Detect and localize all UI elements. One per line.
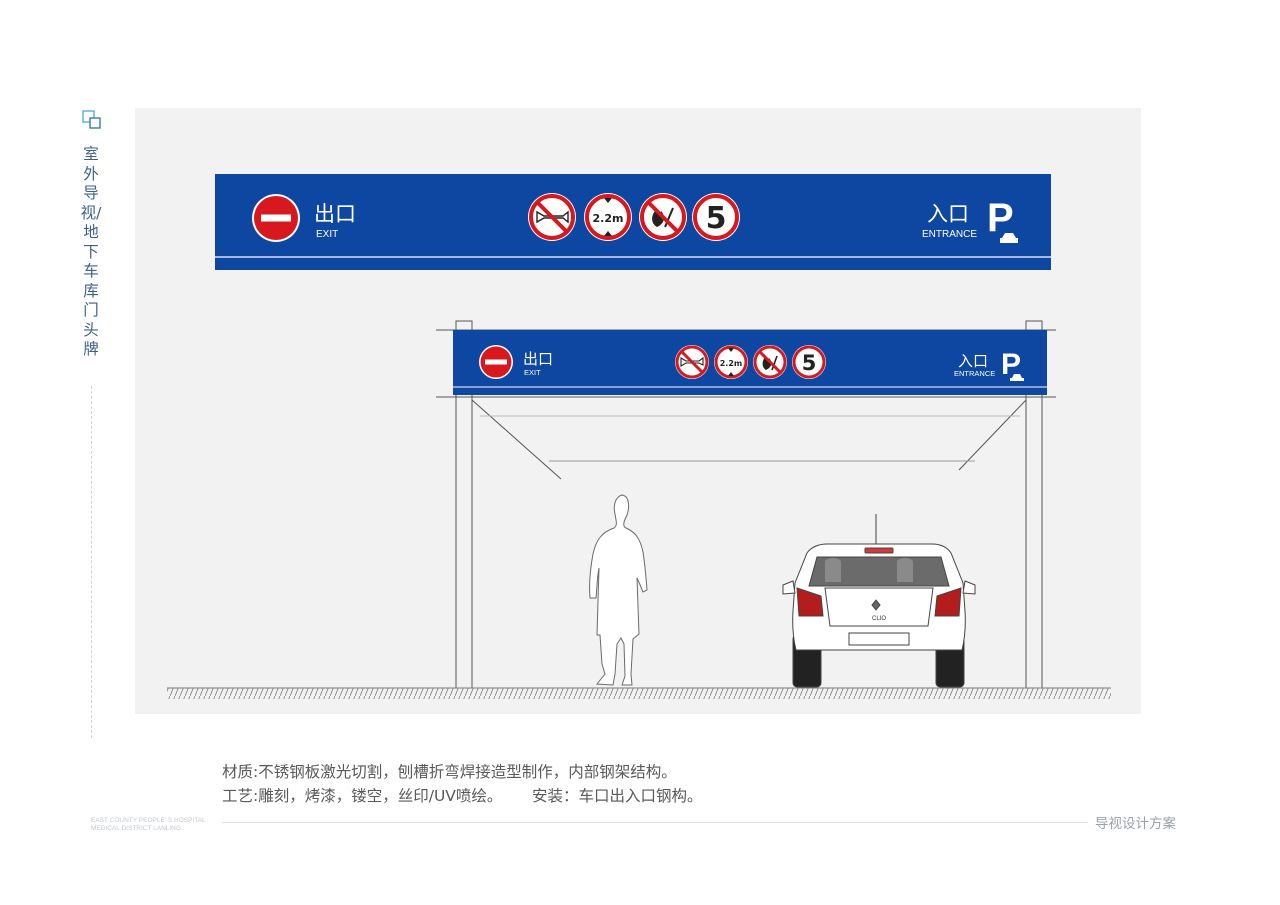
process-note-text: 工艺:雕刻，烤漆，镂空，丝印/UV喷绘。 [222,787,503,805]
speed-limit-icon: 5 [792,345,826,379]
no-entry-icon [252,194,300,242]
gate-frame [436,320,1056,689]
height-limit-icon: 2.2m [714,345,748,379]
height-limit-value: 2.2m [720,359,743,368]
ground-hatch [167,688,1111,699]
material-note: 材质:不锈钢板激光切割，刨槽折弯焊接造型制作，内部钢架结构。 [222,763,677,781]
parking-car-icon [1000,233,1018,243]
car-badge: CLIO [872,616,886,622]
exit-label: 出口 [314,202,356,226]
exit-label: 出口 [523,350,553,368]
footer-org-line2: MEDICAL DISTRICT LANLING [91,825,181,832]
car-rear: CLIO [782,514,976,688]
footer-title: 导视设计方案 [1095,816,1176,832]
parking-symbol: P [1001,348,1021,381]
parking-symbol: P [987,196,1014,240]
page-title: 室外导视/地下车库门头牌 [80,145,102,358]
entrance-label-en: ENTRANCE [922,229,977,240]
speed-limit-icon: 5 [692,193,740,241]
small-gate-sign: 出口 EXIT 2.2m 5 入口 ENTRANCE [453,330,1047,395]
install-note: 安装：车口出入口钢构。 [531,787,703,805]
parking-car-icon [1010,374,1024,381]
person-silhouette [589,494,648,686]
footer-org: EAST COUNTY PEOPLE' S HOSPITAL MEDICAL D… [91,817,206,833]
no-honking-icon [675,345,709,379]
no-entry-icon [479,345,513,379]
height-limit-icon: 2.2m [584,193,632,241]
footer-org-line1: EAST COUNTY PEOPLE' S HOSPITAL [91,817,206,824]
sidebar-divider [91,386,92,738]
exit-label-en: EXIT [316,229,338,240]
entrance-label-en: ENTRANCE [954,369,995,378]
elevation-drawing: 出口 EXIT 2.2m 5 入口 ENTRANCE [135,108,1141,714]
squares-icon [82,110,101,129]
no-fire-icon [639,193,687,241]
no-honking-icon [528,193,576,241]
height-limit-value: 2.2m [593,212,624,225]
speed-limit-value: 5 [706,201,727,236]
exit-label-en: EXIT [524,368,541,377]
spec-notes: 材质:不锈钢板激光切割，刨槽折弯焊接造型制作，内部钢架结构。工艺:雕刻，烤漆，镂… [222,760,702,808]
entrance-label: 入口 [958,352,988,370]
process-note: 工艺:雕刻，烤漆，镂空，丝印/UV喷绘。 安装：车口出入口钢构。 [222,784,702,808]
entrance-label: 入口 [927,202,969,226]
footer-divider [222,822,1088,823]
no-fire-icon [753,345,787,379]
speed-limit-value: 5 [802,351,817,375]
large-gate-sign: 出口 EXIT 2.2m 5 入口 ENTRANCE [215,174,1051,270]
